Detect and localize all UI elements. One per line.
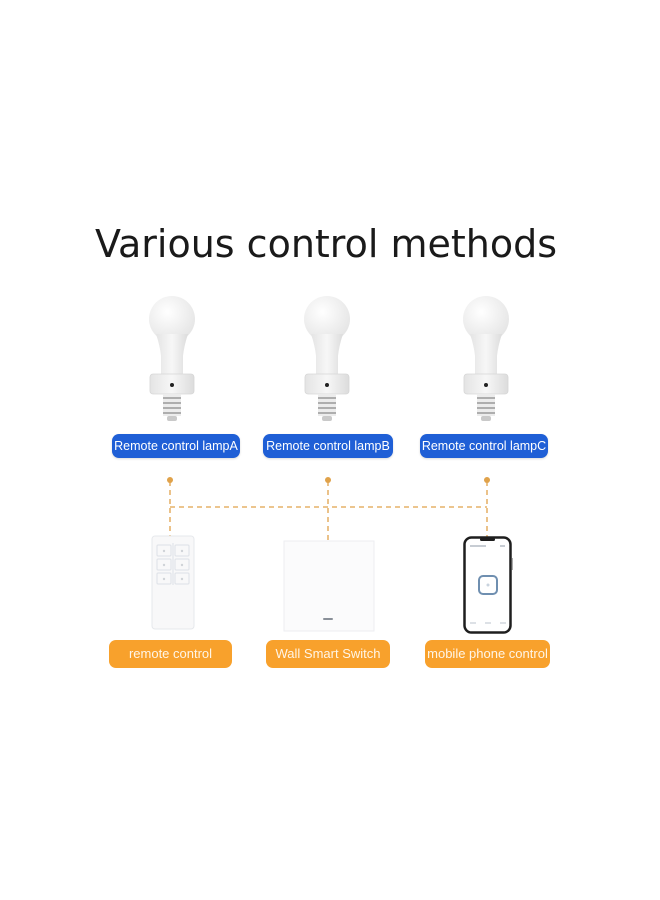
connector-dot-icon	[167, 477, 173, 483]
wall-switch-icon	[283, 540, 375, 632]
lamp-label-c: Remote control lampC	[420, 434, 548, 458]
control-label-wall-switch: Wall Smart Switch	[266, 640, 390, 668]
connector-dot-icon	[484, 477, 490, 483]
control-label-mobile-phone: mobile phone control	[425, 640, 550, 668]
light-bulb-socket-icon	[304, 296, 350, 421]
control-label-remote: remote control	[109, 640, 232, 668]
lamp-label-a: Remote control lampA	[112, 434, 240, 458]
light-bulb-socket-icon	[149, 296, 195, 421]
light-bulb-socket-icon	[463, 296, 509, 421]
remote-control-icon	[151, 535, 195, 630]
lamp-label-b: Remote control lampB	[263, 434, 393, 458]
page-title: Various control methods	[94, 222, 558, 266]
connector-dot-icon	[325, 477, 331, 483]
smartphone-icon	[463, 536, 513, 634]
